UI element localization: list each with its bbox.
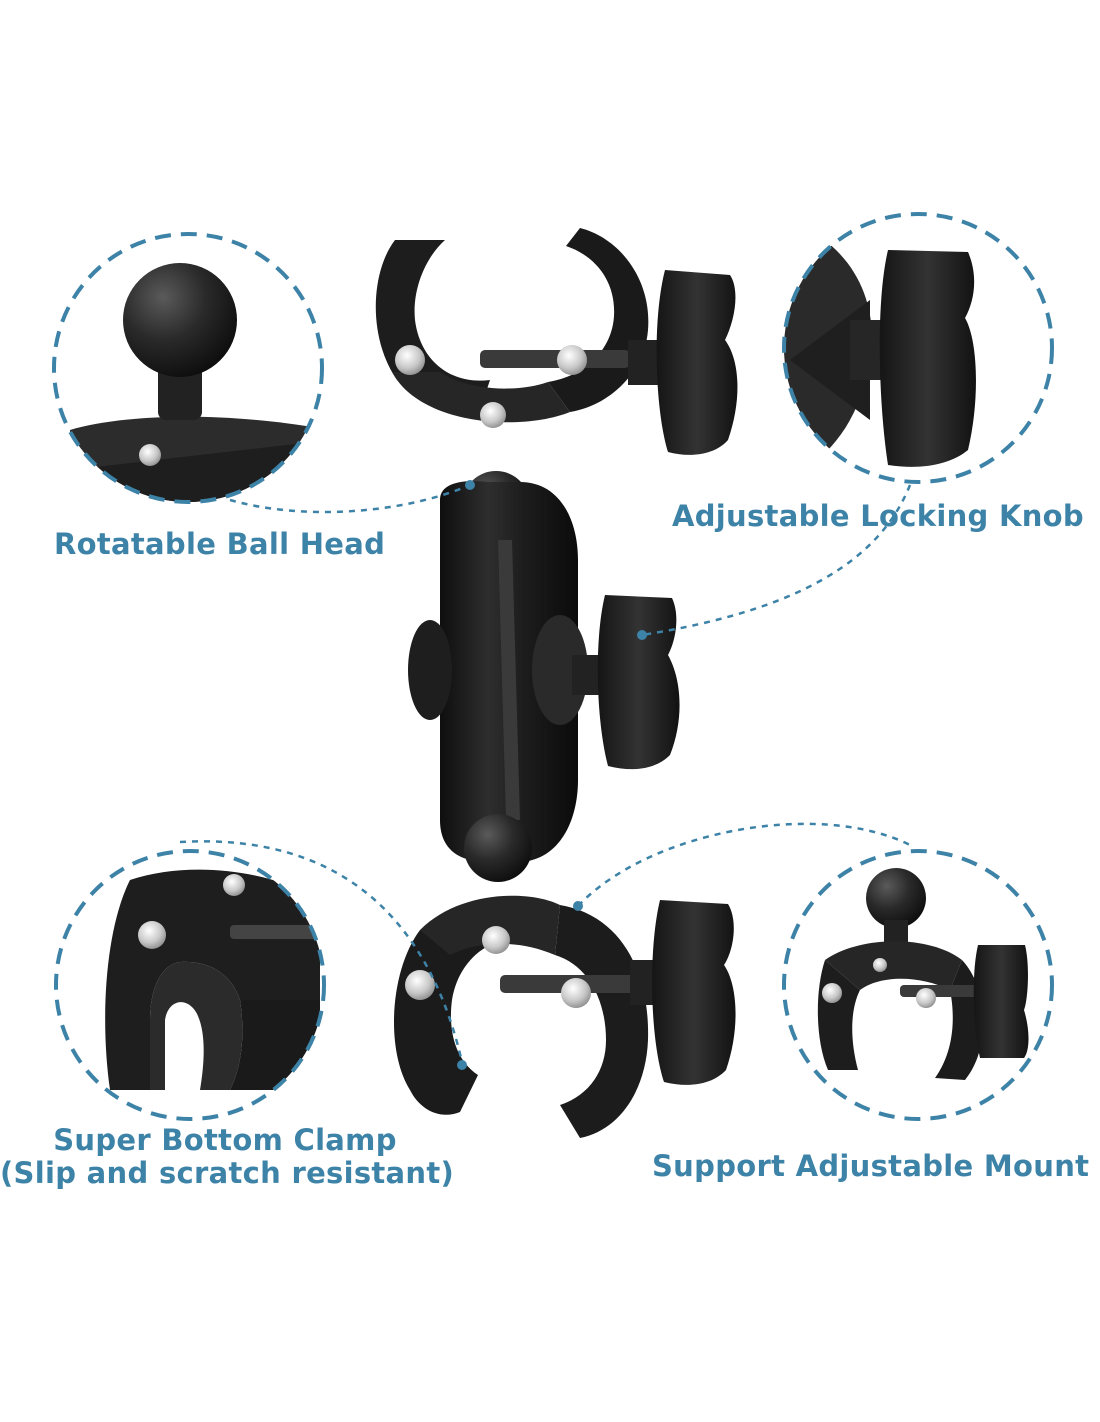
screw-icon — [482, 926, 510, 954]
label-support-adjustable-mount: Support Adjustable Mount — [652, 1149, 1090, 1183]
detail-bottom-clamp — [54, 849, 326, 1121]
label-line-1: Super Bottom Clamp — [53, 1123, 397, 1157]
screw-icon — [873, 958, 887, 972]
label-rotatable-ball-head: Rotatable Ball Head — [54, 527, 386, 561]
top-clamp — [375, 228, 649, 428]
screw-icon — [561, 978, 591, 1008]
bottom-clamp — [393, 895, 650, 1138]
screw-icon — [138, 921, 166, 949]
screw-icon — [139, 444, 161, 466]
screw-icon — [822, 983, 842, 1003]
screw-icon — [395, 345, 425, 375]
screw-icon — [405, 970, 435, 1000]
screw-icon — [916, 988, 936, 1008]
middle-knob — [572, 595, 680, 770]
label-super-bottom-clamp: Super Bottom Clamp (Slip and scratch res… — [0, 1123, 455, 1191]
callout-connectors — [179, 483, 912, 1063]
screw-icon — [557, 345, 587, 375]
screw-icon — [223, 874, 245, 896]
label-line-2: (Slip and scratch resistant) — [0, 1156, 455, 1191]
extension-arm — [408, 481, 588, 862]
main-product — [375, 228, 738, 1138]
label-adjustable-locking-knob: Adjustable Locking Knob — [672, 499, 1084, 533]
detail-ball-head — [52, 232, 324, 504]
callout-dots — [457, 480, 647, 1070]
bottom-knob — [630, 900, 736, 1085]
detail-locking-knob — [782, 212, 1054, 484]
top-knob — [628, 270, 738, 455]
ball-joint — [464, 814, 532, 882]
detail-adjustable-mount — [782, 849, 1054, 1121]
screw-icon — [480, 402, 506, 428]
